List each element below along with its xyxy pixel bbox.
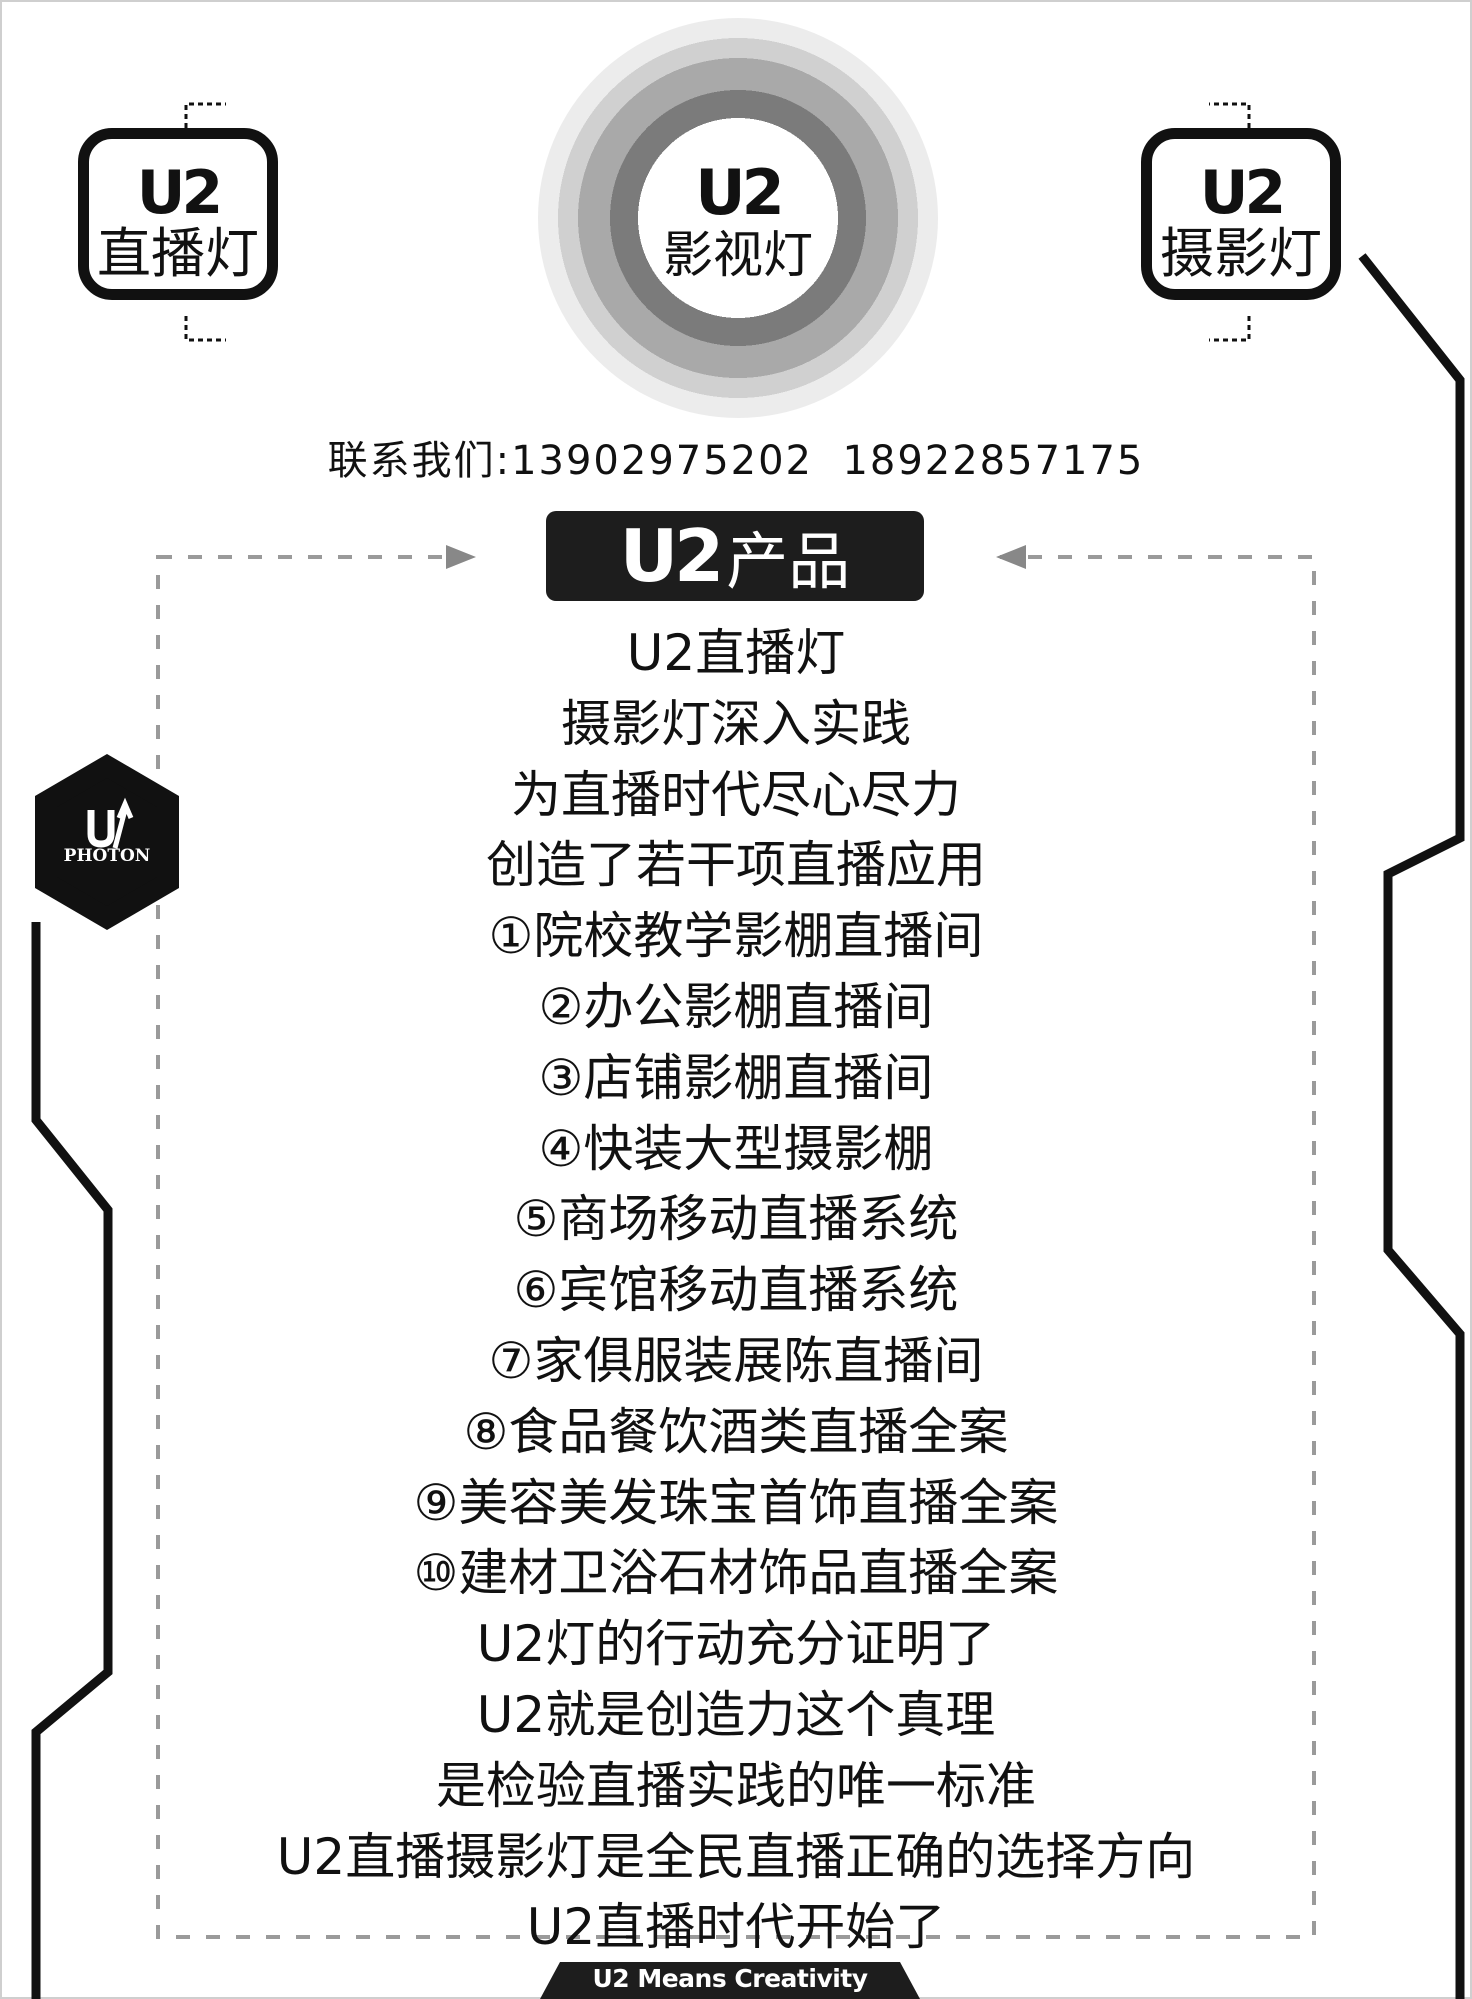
photon-logo-icon [35, 754, 179, 930]
film-badge-label: 影视灯 [663, 226, 813, 284]
text-line: ④快装大型摄影棚 [538, 1119, 934, 1178]
text-line: U2直播时代开始了 [526, 1898, 946, 1957]
footer-slogan: U2 Means Creativity [592, 1964, 868, 1993]
film-badge-brand: U2 [695, 156, 784, 229]
right-border-line [1358, 253, 1465, 1999]
product-banner: U2产品 [546, 511, 924, 601]
text-line: ①院校教学影棚直播间 [488, 907, 984, 966]
text-line: ③店铺影棚直播间 [538, 1048, 934, 1107]
text-line: 创造了若干项直播应用 [486, 836, 986, 895]
left-border-line [31, 922, 113, 1999]
film-light-circle: U2 影视灯 [538, 18, 938, 418]
text-line: U2就是创造力这个真理 [476, 1685, 996, 1744]
product-banner-label: 产品 [726, 525, 851, 598]
text-line: ⑥宾馆移动直播系统 [513, 1261, 959, 1320]
text-line: ⑧食品餐饮酒类直播全案 [463, 1402, 1009, 1461]
live-light-badge: U2 直播灯 [78, 128, 278, 300]
photo-badge-brand: U2 [1199, 158, 1286, 228]
text-line: ⑩建材卫浴石材饰品直播全案 [413, 1544, 1059, 1603]
text-line: 为直播时代尽心尽力 [511, 765, 961, 824]
text-line: U2直播灯 [626, 624, 846, 682]
contact-info: 联系我们:13902975202 18922857175 [327, 438, 1145, 484]
text-line: U2直播摄影灯是全民直播正确的选择方向 [276, 1827, 1196, 1886]
text-line: U2灯的行动充分证明了 [476, 1615, 996, 1674]
text-line: 是检验直播实践的唯一标准 [436, 1756, 1036, 1815]
text-line: ⑤商场移动直播系统 [513, 1190, 959, 1249]
text-line: 摄影灯深入实践 [561, 694, 911, 753]
photo-badge-label: 摄影灯 [1160, 222, 1322, 285]
text-line: ⑨美容美发珠宝首饰直播全案 [413, 1473, 1059, 1532]
photon-logo-label: PHOTON [63, 846, 151, 866]
text-line: ⑦家俱服装展陈直播间 [488, 1331, 984, 1390]
live-badge-label: 直播灯 [97, 222, 259, 285]
arrow-left-icon [996, 545, 1026, 569]
photo-light-badge: U2 摄影灯 [1141, 128, 1341, 300]
film-light-badge: U2 影视灯 [638, 118, 838, 318]
product-text-list: U2直播灯 摄影灯深入实践 为直播时代尽心尽力 创造了若干项直播应用 ①院校教学… [0, 618, 1472, 1963]
product-banner-brand: U2 [619, 514, 725, 598]
text-line: ②办公影棚直播间 [538, 977, 934, 1036]
arrow-right-icon [446, 545, 476, 569]
live-badge-brand: U2 [136, 158, 223, 228]
footer-tab [540, 1962, 920, 1999]
